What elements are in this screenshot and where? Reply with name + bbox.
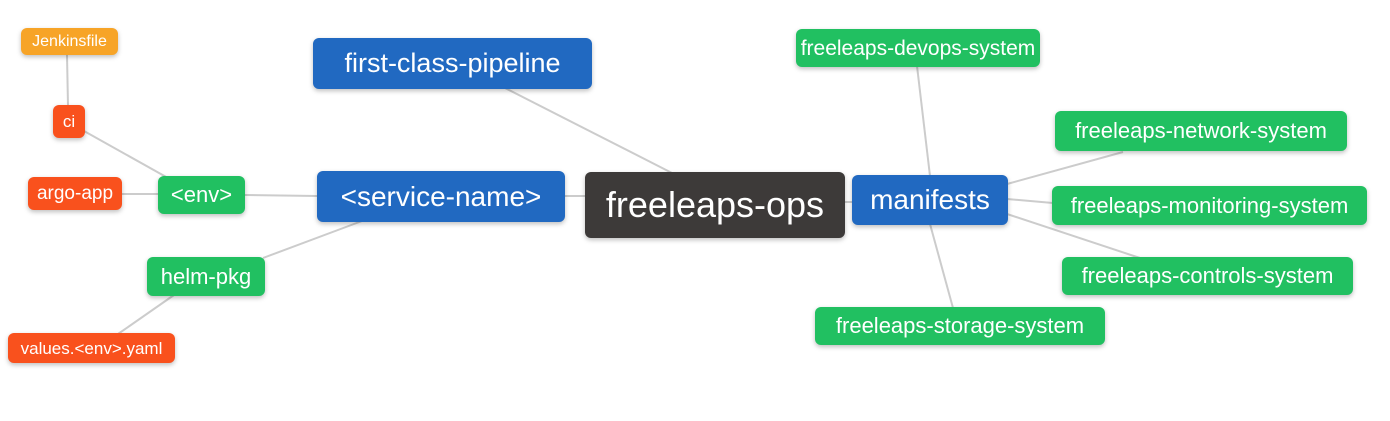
edge-manifests-controls (1006, 213, 1141, 259)
edge-manifests-monitoring (1006, 198, 1054, 204)
edge-helm-pkg-values (117, 294, 175, 335)
node-freeleaps-monitoring-system[interactable]: freeleaps-monitoring-system (1052, 186, 1367, 225)
node-freeleaps-storage-system[interactable]: freeleaps-storage-system (815, 307, 1105, 345)
node-jenkinsfile[interactable]: Jenkinsfile (21, 28, 118, 55)
node-manifests[interactable]: manifests (852, 175, 1008, 225)
edge-service-name-helm-pkg (262, 220, 363, 259)
edge-pipeline-freeleaps-ops (504, 87, 673, 174)
node-service-name[interactable]: <service-name> (317, 171, 565, 222)
node-first-class-pipeline[interactable]: first-class-pipeline (313, 38, 592, 89)
node-env[interactable]: <env> (158, 176, 245, 214)
edge-manifests-storage (929, 223, 954, 309)
edge-ci-env (83, 130, 169, 179)
node-helm-pkg[interactable]: helm-pkg (147, 257, 265, 296)
edge-jenkinsfile-ci (66, 54, 69, 107)
node-ci[interactable]: ci (53, 105, 85, 138)
edge-manifests-network (1006, 151, 1124, 185)
node-argo-app[interactable]: argo-app (28, 177, 122, 210)
edge-manifests-devops (916, 65, 931, 177)
node-freeleaps-ops-root[interactable]: freeleaps-ops (585, 172, 845, 238)
node-values-env-yaml[interactable]: values.<env>.yaml (8, 333, 175, 363)
node-freeleaps-devops-system[interactable]: freeleaps-devops-system (796, 29, 1040, 67)
edge-env-service-name (244, 194, 318, 197)
node-freeleaps-controls-system[interactable]: freeleaps-controls-system (1062, 257, 1353, 295)
node-freeleaps-network-system[interactable]: freeleaps-network-system (1055, 111, 1347, 151)
